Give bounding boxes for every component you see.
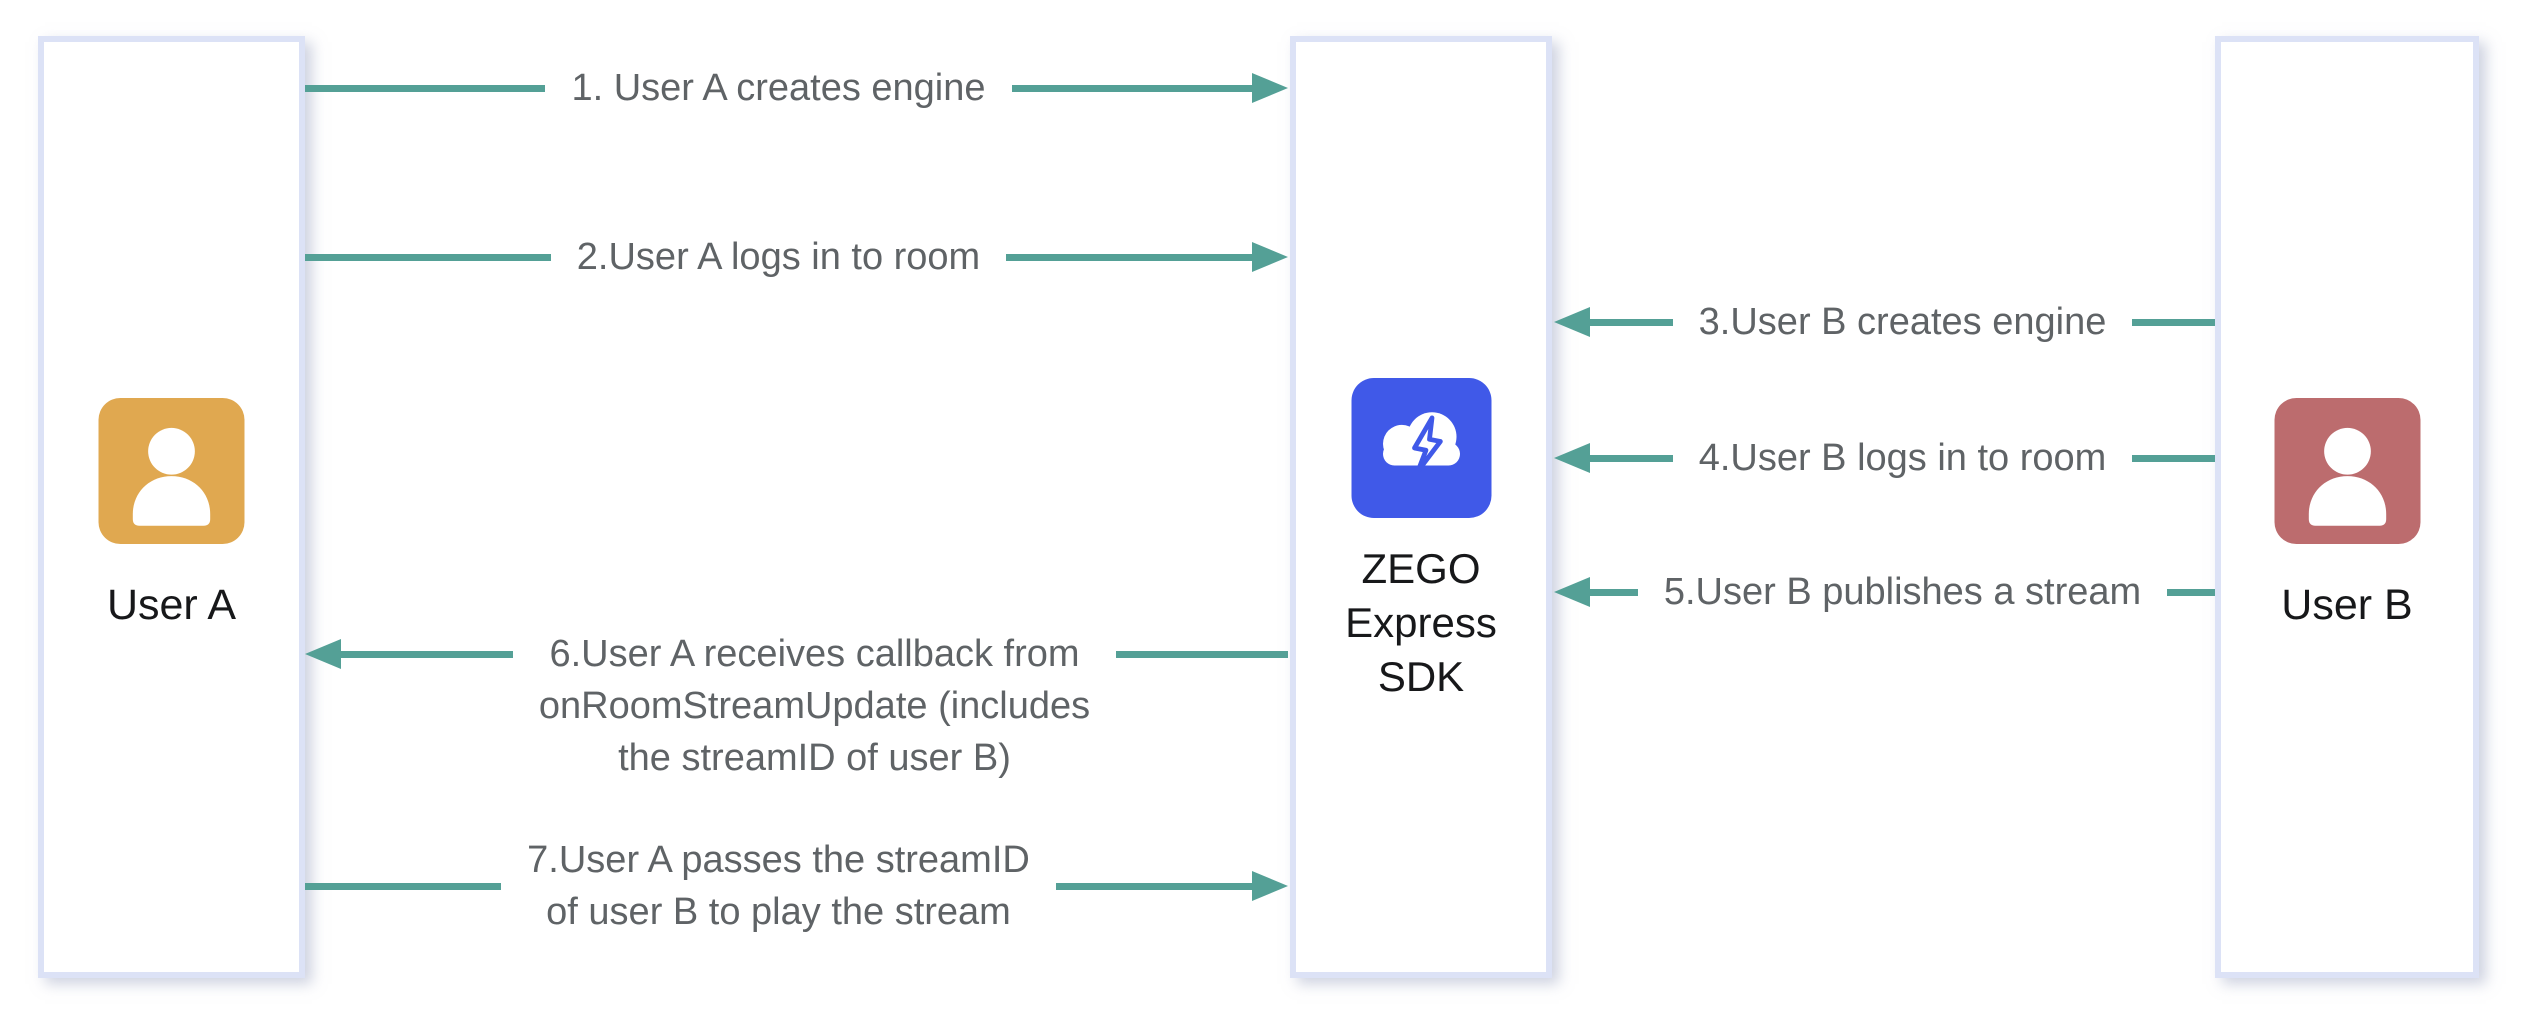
arrow-line	[305, 84, 546, 92]
message-4-label: 4.User B logs in to room	[1698, 437, 2107, 479]
arrowhead-right-icon	[1252, 242, 1289, 272]
message-7-label: 7.User A passes the streamID of user B t…	[527, 839, 1030, 933]
arrowhead-left-icon	[1554, 307, 1590, 337]
message-2-login-room-a: 2.User A logs in to room	[305, 227, 1289, 287]
arrow-line	[1590, 454, 1673, 462]
user-a-person-icon	[98, 398, 245, 544]
message-6-stream-update-callback: 6.User A receives callback from onRoomSt…	[305, 628, 1288, 798]
arrow-line	[305, 882, 502, 890]
lifeline-zego-sdk: ZEGO Express SDK	[1290, 36, 1552, 978]
arrowhead-left-icon	[1554, 443, 1590, 473]
message-1-label: 1. User A creates engine	[571, 67, 986, 109]
arrowhead-left-icon	[305, 639, 341, 669]
arrow-line	[2132, 318, 2216, 326]
arrow-line	[305, 253, 551, 261]
actor-user-a: User A	[44, 398, 299, 630]
actor-zego-sdk: ZEGO Express SDK	[1296, 378, 1546, 704]
actor-label-zego-sdk: ZEGO Express SDK	[1345, 545, 1497, 700]
message-6-label: 6.User A receives callback from onRoomSt…	[538, 633, 1091, 779]
arrowhead-right-icon	[1252, 871, 1289, 901]
message-2-label: 2.User A logs in to room	[576, 236, 981, 278]
arrow-line	[1590, 588, 1638, 596]
arrow-line	[1590, 318, 1673, 326]
arrow-line	[1006, 253, 1253, 261]
arrow-line	[1011, 84, 1252, 92]
cloud-lightning-icon	[1351, 378, 1491, 518]
message-4-login-room-b: 4.User B logs in to room	[1554, 428, 2216, 488]
lifeline-user-b: User B	[2215, 36, 2479, 978]
actor-label-user-b: User B	[2281, 581, 2413, 629]
arrow-line	[341, 651, 513, 658]
arrow-line	[2167, 588, 2216, 596]
message-1-create-engine-a: 1. User A creates engine	[305, 58, 1288, 118]
user-b-person-icon	[2274, 398, 2420, 544]
arrow-line	[2132, 454, 2216, 462]
message-3-label: 3.User B creates engine	[1698, 301, 2107, 343]
actor-label-user-a: User A	[106, 581, 237, 629]
arrow-line	[1116, 651, 1288, 658]
message-3-create-engine-b: 3.User B creates engine	[1554, 292, 2216, 352]
message-5-label: 5.User B publishes a stream	[1663, 571, 2142, 613]
arrowhead-right-icon	[1252, 73, 1288, 103]
message-5-publish-stream: 5.User B publishes a stream	[1554, 562, 2216, 622]
message-7-play-stream: 7.User A passes the streamID of user B t…	[305, 801, 1289, 971]
lifeline-user-a: User A	[38, 36, 305, 978]
arrowhead-left-icon	[1554, 577, 1590, 607]
arrow-line	[1055, 882, 1253, 890]
actor-user-b: User B	[2221, 398, 2473, 630]
